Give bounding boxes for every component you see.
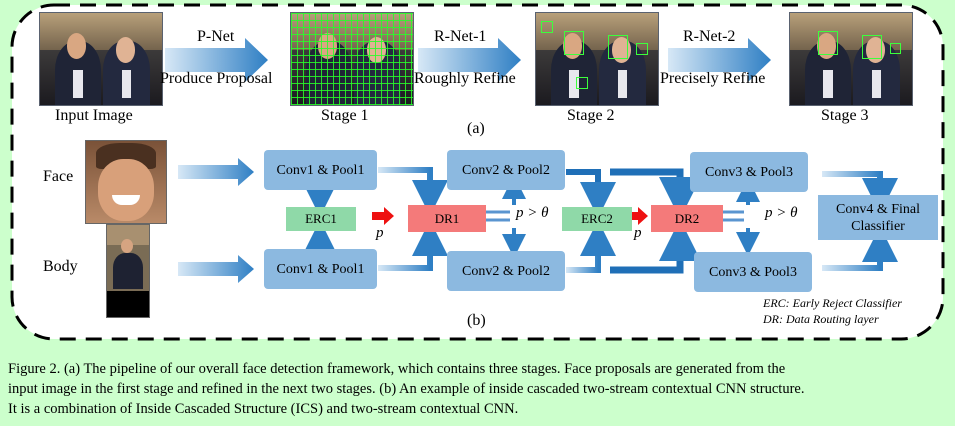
legend-dr: DR: Data Routing layer [763,312,879,326]
conv1-face-block: Conv1 & Pool1 [264,150,377,190]
dr2-block: DR2 [651,205,723,232]
face-crop-image [85,140,167,224]
stage3-label: Stage 3 [821,107,869,124]
dr1-block: DR1 [408,205,486,232]
conv2-body-to-dr2-arrow [610,219,701,274]
stage3-image [789,12,913,106]
body-input-arrow [178,255,254,283]
p2-red-arrow [626,207,648,225]
conv4-classifier-block: Conv4 & Final Classifier [818,195,938,240]
conv3-face-block: Conv3 & Pool3 [690,152,808,192]
rnet1-action: Roughly Refine [414,70,516,87]
proposal-grid [291,13,413,105]
pnet-action: Produce Proposal [160,70,273,87]
face-input-arrow [178,158,254,186]
figure-caption: Figure 2. (a) The pipeline of our overal… [8,359,950,419]
rnet1-arrow [418,38,521,82]
conv3-body-to-conv4-arrow [822,226,898,271]
stage1-label: Stage 1 [321,107,369,124]
conv1-body-block: Conv1 & Pool1 [264,249,377,289]
detection-box [541,21,553,33]
threshold-condition-2: p > θ [765,205,798,221]
detection-box [608,35,628,59]
subfigure-b-label: (b) [467,312,486,329]
rnet2-name: R-Net-2 [683,28,736,45]
stage2-image [535,12,659,106]
dr2-right-lines [722,210,744,222]
conv2-face-block: Conv2 & Pool2 [447,150,565,190]
detection-box [636,43,648,55]
rnet2-action: Precisely Refine [660,70,766,87]
dr1-right-lines [486,210,510,222]
detection-box [818,31,838,55]
erc1-block: ERC1 [286,207,356,231]
stage1-image [290,12,414,106]
conv2-body-to-erc2-arrow [566,220,616,273]
conv2-body-block: Conv2 & Pool2 [447,251,565,291]
conv2-face-to-erc2-arrow [566,169,616,218]
conv4-line1: Conv4 & Final [835,201,920,217]
conv4-line2: Classifier [851,218,905,234]
detection-box [890,43,901,54]
legend-erc: ERC: Early Reject Classifier [763,296,902,310]
face-stream-label: Face [43,168,74,185]
pnet-arrow [165,38,268,82]
input-image-label: Input Image [55,107,133,124]
detection-box [564,31,584,55]
detection-box [862,35,882,59]
conv1-body-to-dr1-arrow [378,220,448,271]
caption-line-3: It is a combination of Inside Cascaded S… [8,401,519,417]
caption-line-1: Figure 2. (a) The pipeline of our overal… [8,361,786,377]
conv3-body-block: Conv3 & Pool3 [694,252,812,292]
detection-box [576,77,588,89]
subfigure-a-label: (a) [467,120,485,137]
conv2-face-to-dr2-arrow [610,168,701,219]
rnet1-name: R-Net-1 [434,28,487,45]
caption-background [0,343,955,426]
erc2-block: ERC2 [562,207,632,231]
body-crop-image [106,224,150,318]
stage2-label: Stage 2 [567,107,615,124]
body-stream-label: Body [43,258,78,275]
caption-line-2: input image in the first stage and refin… [8,381,805,397]
threshold-condition-1: p > θ [516,205,549,221]
pnet-name: P-Net [197,28,235,45]
p1-red-arrow [372,207,394,225]
p1-symbol: p [376,225,384,241]
input-image [39,12,163,106]
p2-symbol: p [634,225,642,241]
rnet2-arrow [668,38,771,82]
conv1-face-to-dr1-arrow [378,167,448,216]
conv3-face-to-conv4-arrow [822,171,898,214]
